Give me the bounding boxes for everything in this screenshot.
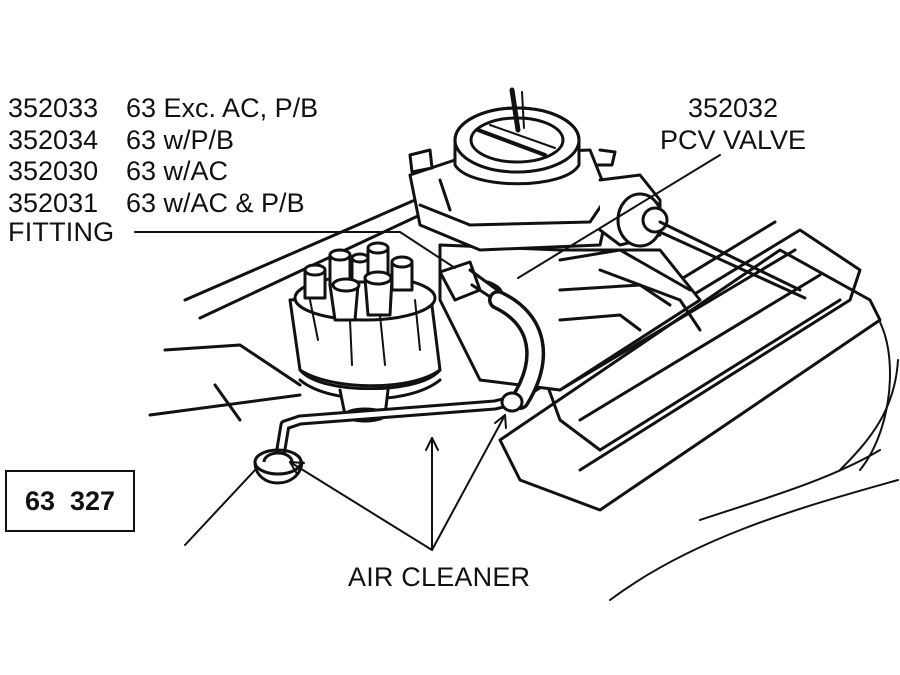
parts-row: 352033 63 Exc. AC, P/B [8, 93, 318, 125]
leader-lines [134, 154, 721, 551]
fitting-label: FITTING [8, 217, 115, 247]
lower-left-line [184, 469, 256, 546]
pcv-leader [517, 154, 721, 279]
part-number: 352030 [8, 156, 99, 186]
fitting-leader [134, 231, 456, 269]
air-cleaner-label: AIR CLEANER [348, 562, 531, 592]
figure-id-box: 63 327 [5, 470, 135, 532]
bay-right-curve-2 [839, 359, 899, 471]
part-description: 63 w/AC [126, 156, 229, 186]
pcv-valve-label: 352032 PCV VALVE [648, 93, 818, 156]
carburetor-top [453, 87, 581, 186]
air-cleaner-leader-right [431, 414, 506, 551]
air-cleaner-tube [253, 391, 524, 485]
breather-hose [488, 290, 546, 410]
part-number: 352034 [8, 124, 99, 155]
part-number: 352031 [8, 187, 99, 218]
part-description: 63 w/P/B [126, 124, 235, 155]
fender-line [183, 198, 417, 302]
air-cleaner-arrow-mid [425, 437, 439, 451]
bay-bottom-curve [699, 449, 881, 521]
air-cleaner-leader-left [289, 461, 433, 551]
air-cleaner-arrow-right [494, 414, 507, 429]
parts-row: 352034 63 w/P/B [8, 125, 318, 157]
parts-row: 352030 63 w/AC [8, 156, 318, 188]
bay-bottom-curve-2 [609, 479, 899, 601]
air-cleaner-arrow-left [289, 461, 305, 475]
bay-lower-line [213, 383, 242, 422]
part-number: 352033 [8, 93, 99, 123]
part-description: 63 w/AC & P/B [126, 187, 305, 218]
cowl-line [148, 393, 302, 417]
pcv-part-number: 352032 [687, 93, 779, 123]
parts-row: 352031 63 w/AC & P/B [8, 188, 318, 220]
cowl-line-lower [163, 343, 302, 387]
part-description: 63 Exc. AC, P/B [126, 93, 319, 123]
pcv-part-name: PCV VALVE [659, 124, 807, 155]
parts-list: 352033 63 Exc. AC, P/B 352034 63 w/P/B 3… [8, 93, 318, 219]
distributor [288, 241, 442, 423]
pcv-valve-part [641, 206, 807, 300]
intake-manifold [438, 243, 702, 392]
